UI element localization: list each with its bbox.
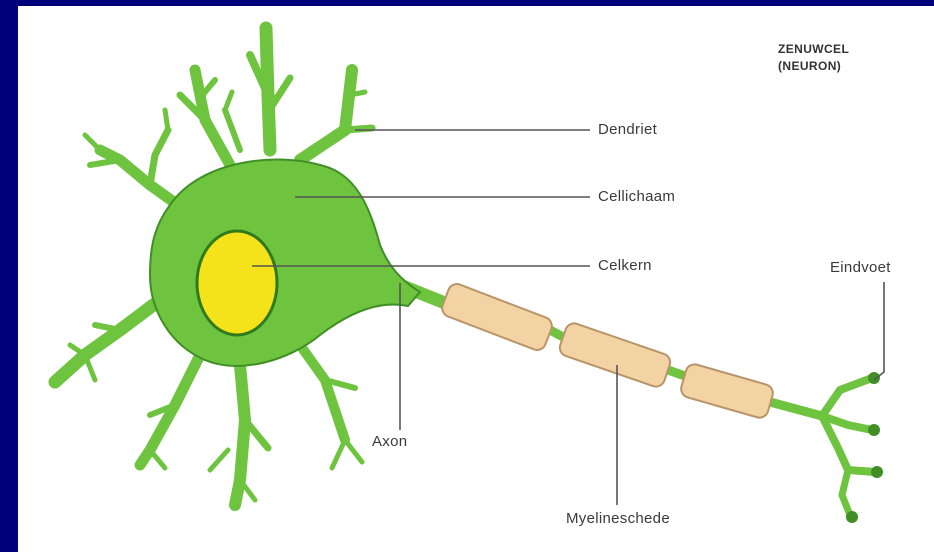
myelin-segment (557, 321, 672, 389)
cell-body (150, 160, 420, 366)
leader-eindvoet (874, 282, 884, 380)
nucleus (197, 231, 277, 335)
myelin-segment (440, 281, 555, 352)
title-line-2: (NEURON) (778, 58, 849, 75)
myelin-sheath (440, 281, 775, 419)
terminal-branches (822, 378, 875, 515)
terminal-knobs (846, 372, 883, 523)
label-dendriet: Dendriet (598, 121, 657, 138)
myelin-segment (679, 362, 775, 419)
label-axon: Axon (372, 433, 407, 450)
dendrite-bottom-right (300, 345, 345, 440)
label-cellichaam: Cellichaam (598, 188, 675, 205)
label-eindvoet: Eindvoet (830, 259, 891, 276)
dendrite-left-lower (55, 300, 160, 382)
label-celkern: Celkern (598, 257, 652, 274)
dendrite-top-right (300, 70, 352, 160)
diagram-title: ZENUWCEL (NEURON) (778, 41, 849, 75)
title-line-1: ZENUWCEL (778, 41, 849, 58)
label-myelineschede: Myelineschede (566, 510, 670, 527)
